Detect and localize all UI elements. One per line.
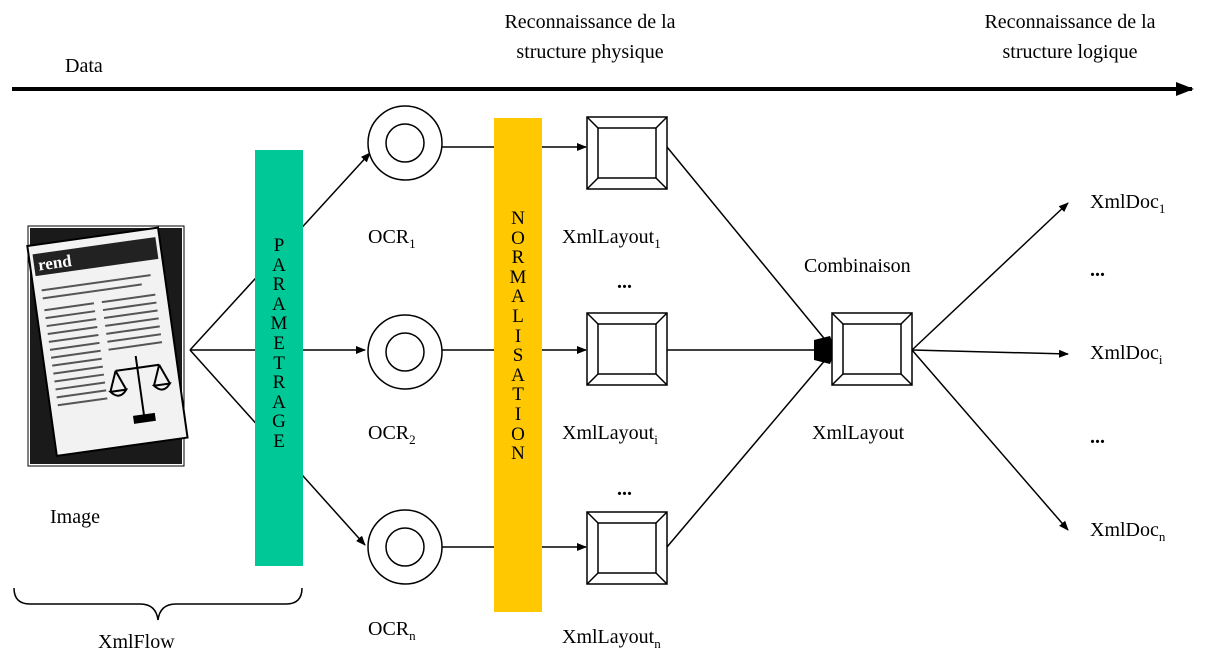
ocr-label-2: OCR2 xyxy=(368,422,416,447)
parametrage-letter: A xyxy=(272,254,286,276)
layout-ellipsis-2: ... xyxy=(617,478,632,500)
normalisation-letter: S xyxy=(512,345,524,367)
normalisation-letter: M xyxy=(509,266,527,288)
parametrage-letter: E xyxy=(273,332,285,354)
parametrage-letter: P xyxy=(273,235,285,256)
normalisation-letter: N xyxy=(511,208,525,229)
normalisation-letter: N xyxy=(511,443,525,465)
xmlflow-label: XmlFlow xyxy=(98,631,175,653)
parametrage-letter: A xyxy=(272,293,286,315)
parametrage-letter: M xyxy=(270,313,288,335)
doc-label-i: XmlDoci xyxy=(1090,342,1163,367)
ocr-node-1 xyxy=(367,105,443,181)
physical-structure-heading: Reconnaissance de la structure physique xyxy=(504,11,676,63)
normalisation-letter: I xyxy=(514,403,522,425)
doc-label-1: XmlDoc1 xyxy=(1090,191,1166,216)
document-image-thumbnail: rend xyxy=(26,225,189,467)
layout-box-i xyxy=(586,312,668,386)
logical-structure-heading: Reconnaissance de la structure logique xyxy=(984,11,1156,63)
layout-label-i: XmlLayouti xyxy=(562,422,658,447)
image-label: Image xyxy=(50,506,100,528)
ocr-node-2 xyxy=(367,314,443,390)
parametrage-letter: E xyxy=(273,430,285,452)
doc-fanout-arrows xyxy=(911,202,1069,531)
layout-box-n xyxy=(586,511,668,585)
layout-label-n: XmlLayoutn xyxy=(562,626,661,651)
thumbnail-title: rend xyxy=(37,251,74,275)
parametrage-letter: R xyxy=(272,372,286,394)
ocr-node-n xyxy=(367,509,443,585)
data-label: Data xyxy=(65,55,103,77)
normalisation-letter: O xyxy=(511,227,525,249)
ocr-label-n: OCRn xyxy=(368,618,416,643)
layout-label-1: XmlLayout1 xyxy=(562,226,661,251)
combination-title: Combinaison xyxy=(804,255,911,277)
doc-label-n: XmlDocn xyxy=(1090,519,1166,544)
parametrage-letter: R xyxy=(272,274,286,296)
normalisation-letter: T xyxy=(512,384,524,406)
doc-ellipsis-1: ... xyxy=(1090,259,1105,281)
normalisation-letter: O xyxy=(511,423,525,445)
layout-convergence-lines xyxy=(666,146,833,548)
combination-join-marker xyxy=(814,336,836,364)
layout-ellipsis-1: ... xyxy=(617,271,632,293)
normalisation-letter: R xyxy=(511,247,525,269)
normalisation-letter: L xyxy=(512,305,524,327)
normalisation-letter: I xyxy=(514,325,522,347)
normalisation-letter: A xyxy=(511,364,525,386)
xmlflow-brace xyxy=(13,587,303,621)
combined-layout-label: XmlLayout xyxy=(812,422,905,444)
ocr-label-1: OCR1 xyxy=(368,226,416,251)
normalisation-letter: A xyxy=(511,286,525,308)
parametrage-letter: T xyxy=(273,352,285,374)
parametrage-letter: A xyxy=(272,391,286,413)
layout-box-1 xyxy=(586,116,668,190)
doc-ellipsis-2: ... xyxy=(1090,426,1105,448)
normalisation-bar xyxy=(494,118,542,612)
parametrage-letter: G xyxy=(272,411,286,433)
parametrage-bar xyxy=(255,150,303,566)
combined-layout-box xyxy=(831,312,913,386)
